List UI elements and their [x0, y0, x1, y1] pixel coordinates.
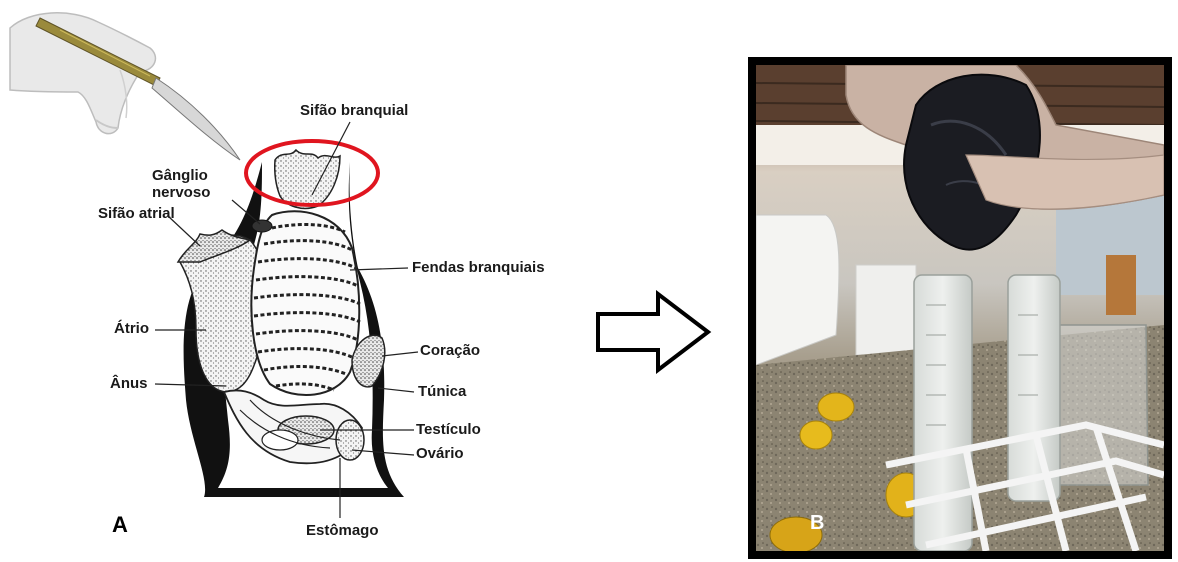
label-anus: Ânus: [110, 375, 148, 392]
label-tunica: Túnica: [418, 383, 466, 400]
gloved-hand-scalpel-icon: [10, 13, 240, 160]
label-coracao: Coração: [420, 342, 480, 359]
label-sifao-atrial: Sifão atrial: [98, 205, 175, 222]
branchial-basket: [251, 211, 360, 395]
right-arrow-outline-icon: [596, 290, 714, 374]
label-estomago: Estômago: [306, 522, 379, 539]
label-testiculo: Testículo: [416, 421, 481, 438]
photo-panel-b: B: [748, 57, 1172, 559]
ascidian-anatomy-diagram: [0, 0, 600, 562]
label-ovario: Ovário: [416, 445, 464, 462]
label-atrio: Átrio: [114, 320, 149, 337]
gut-gonads: [224, 390, 364, 463]
nerve-ganglion: [252, 220, 272, 232]
label-ganglio-nervoso: Gânglio nervoso: [152, 167, 210, 201]
label-sifao-branquial: Sifão branquial: [300, 102, 408, 119]
panel-a-letter: A: [112, 512, 128, 538]
panel-b-letter: B: [810, 512, 824, 535]
label-fendas-branquiais: Fendas branquiais: [412, 259, 545, 276]
lab-photo-illustration: [756, 65, 1164, 551]
